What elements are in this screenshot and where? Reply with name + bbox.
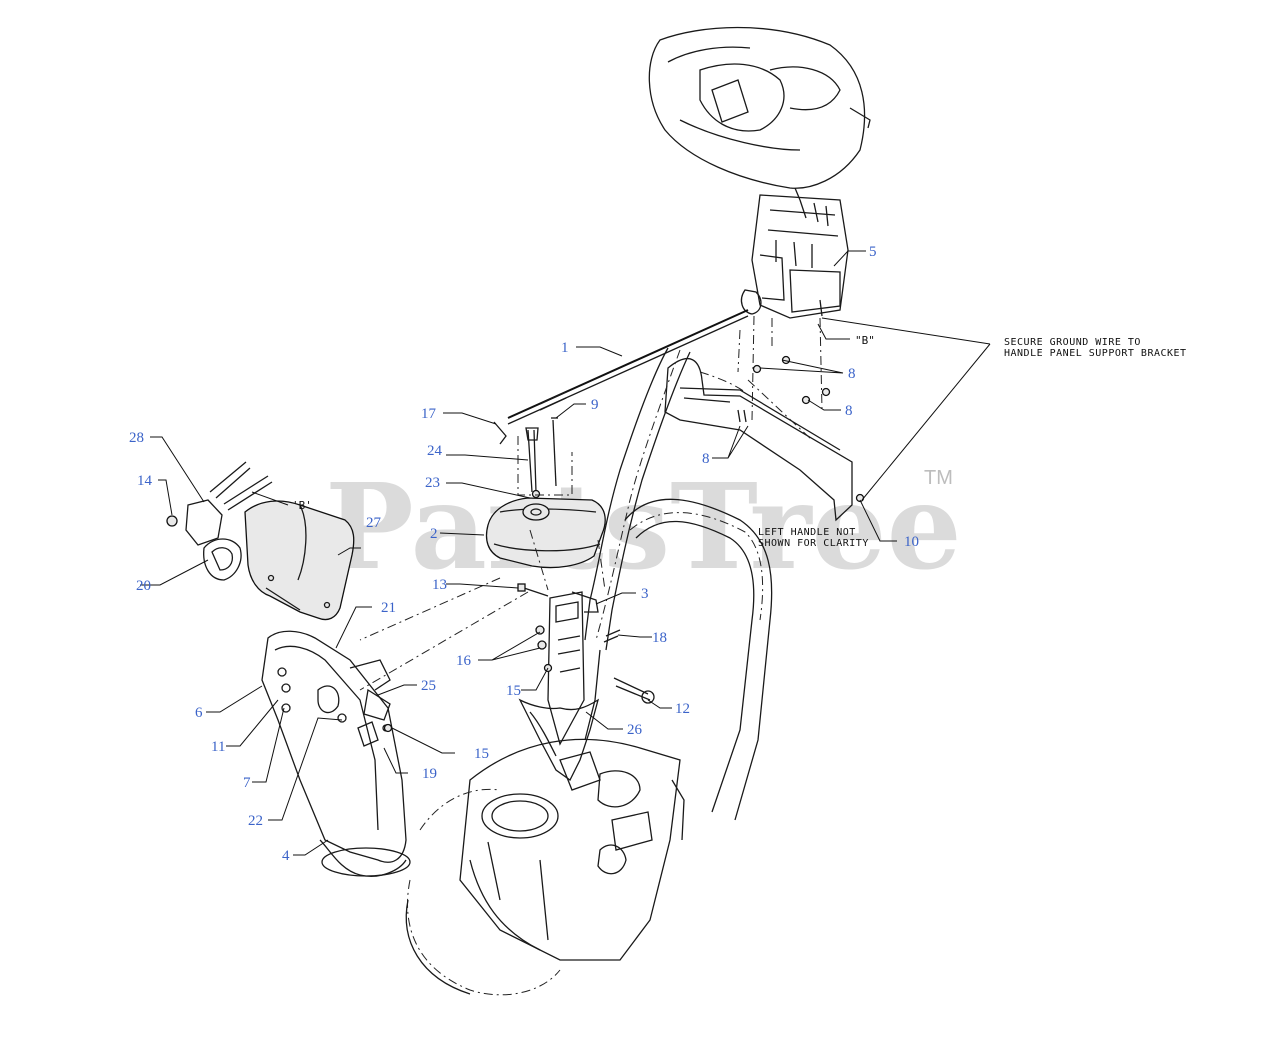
- chute-control-housing: [740, 194, 849, 319]
- note-left-handle-line2: SHOWN FOR CLARITY: [758, 538, 869, 549]
- callout-12: 12: [675, 701, 690, 717]
- callout-22: 22: [248, 813, 263, 829]
- note-ground-wire-line1: SECURE GROUND WIRE TO: [1004, 337, 1141, 348]
- callout-5: 5: [869, 244, 877, 260]
- callout-7: 7: [243, 775, 251, 791]
- ref-b-quoted: "B": [855, 334, 875, 347]
- callout-18: 18: [652, 630, 667, 646]
- hardware: [383, 355, 865, 733]
- callout-24: 24: [427, 443, 443, 459]
- chute-support-bracket: [518, 591, 600, 781]
- callout-14: 14: [137, 473, 153, 489]
- callout-8-lower: 8: [702, 451, 710, 467]
- chute-cover: [485, 417, 606, 569]
- callout-10: 10: [904, 534, 919, 550]
- leader-lines: [140, 250, 991, 856]
- callout-19: 19: [422, 766, 437, 782]
- callout-28: 28: [129, 430, 144, 446]
- callout-11: 11: [211, 739, 225, 755]
- handle-assembly: [584, 347, 853, 841]
- callout-25: 25: [421, 678, 436, 694]
- note-left-handle-line1: LEFT HANDLE NOT: [758, 527, 856, 538]
- callout-26: 26: [627, 722, 643, 738]
- callout-17: 17: [421, 406, 437, 422]
- callout-2: 2: [430, 526, 438, 542]
- chute-tilt-control: [166, 461, 273, 581]
- callout-8-upper: 8: [848, 366, 856, 382]
- ref-b-single: 'B': [292, 499, 312, 512]
- callout-8-middle: 8: [845, 403, 853, 419]
- watermark-tm: TM: [924, 467, 953, 489]
- callout-21: 21: [381, 600, 396, 616]
- callout-13: 13: [432, 577, 447, 593]
- callout-15-lower: 15: [474, 746, 489, 762]
- callout-6: 6: [195, 705, 203, 721]
- callout-1: 1: [561, 340, 569, 356]
- callout-3: 3: [641, 586, 649, 602]
- dash-panel: [648, 26, 871, 201]
- note-ground-wire-line2: HANDLE PANEL SUPPORT BRACKET: [1004, 348, 1187, 359]
- chute-deflector: [244, 500, 355, 621]
- callout-20: 20: [136, 578, 151, 594]
- callout-23: 23: [425, 475, 440, 491]
- callout-16: 16: [456, 653, 472, 669]
- callouts: 1 2 3 4 5 6 7 8 8 8 9 10 11 12 13 14 15 …: [129, 244, 919, 864]
- lower-chute: [261, 630, 411, 877]
- auger-housing: [405, 738, 681, 996]
- callout-15-upper: 15: [506, 683, 521, 699]
- callout-27: 27: [366, 515, 382, 531]
- callout-4: 4: [282, 848, 290, 864]
- watermark: PartsTree: [325, 457, 962, 596]
- callout-9: 9: [591, 397, 599, 413]
- chute-rotation-rod: [507, 309, 749, 425]
